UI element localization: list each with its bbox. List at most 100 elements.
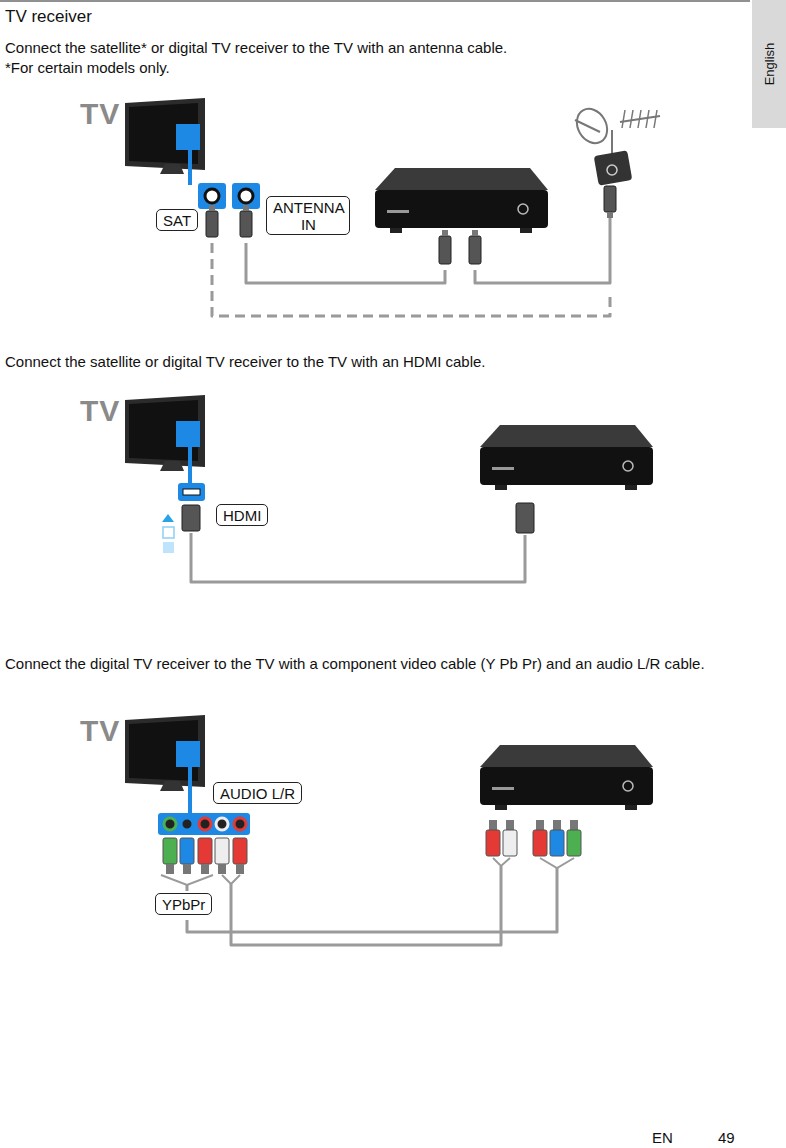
port <box>178 483 205 501</box>
tv-body <box>125 395 205 467</box>
hdmi-icon <box>163 527 174 538</box>
cable <box>212 243 610 316</box>
receiver-front <box>480 767 653 805</box>
rca-plug <box>503 830 517 856</box>
cable-plug <box>469 236 481 264</box>
rca-boot <box>183 864 191 874</box>
device-label: TV <box>80 98 120 130</box>
tv-stand <box>160 164 184 174</box>
antenna-element <box>630 110 633 128</box>
rca-plug <box>198 838 212 864</box>
receiver-display <box>492 467 514 470</box>
satellite-dish <box>571 103 613 148</box>
receiver-foot <box>495 805 507 810</box>
plug-tip <box>472 230 478 236</box>
rca-boot <box>570 820 578 830</box>
antenna-element <box>646 110 649 128</box>
cable-plug <box>240 211 252 237</box>
instruction-text: 49 <box>718 1128 735 1147</box>
plug-tip <box>243 205 249 211</box>
rca-plug <box>533 830 547 856</box>
receiver-button <box>518 204 528 214</box>
title: TV receiver <box>5 6 92 27</box>
callout-text: YPbPr <box>162 896 205 913</box>
callout-text: English <box>761 43 778 86</box>
cable-bundle <box>161 875 213 885</box>
tv-stand <box>160 461 184 471</box>
receiver-button <box>623 781 633 791</box>
antenna-element <box>654 110 657 128</box>
receiver-display <box>387 210 409 213</box>
connector-callout: ANTENNA IN <box>266 196 350 235</box>
rca-jack <box>216 818 228 830</box>
language-tab: English <box>752 0 786 128</box>
cable-bundle <box>493 858 510 866</box>
receiver-button <box>623 461 633 471</box>
cable <box>246 243 445 283</box>
rca-jack <box>164 818 176 830</box>
rca-jack <box>234 818 246 830</box>
receiver-front <box>480 447 653 485</box>
receiver-display <box>492 787 514 790</box>
instruction-text: Connect the satellite* or digital TV rec… <box>5 38 745 57</box>
device-label: TV <box>80 395 120 427</box>
receiver-foot <box>520 228 532 233</box>
connector-callout: YPbPr <box>155 893 212 915</box>
plug-tip <box>607 212 613 218</box>
device-label: TV <box>80 715 120 747</box>
receiver-top <box>480 745 653 767</box>
instruction-text: Connect the digital TV receiver to the T… <box>5 654 705 673</box>
rca-boot <box>218 864 226 874</box>
tv-port-panel <box>176 124 200 150</box>
callout-text: AUDIO L/R <box>220 785 295 802</box>
receiver-top <box>480 425 653 447</box>
receiver-foot <box>625 485 637 490</box>
tv-port-lead <box>188 767 192 815</box>
connector-callout: SAT <box>156 209 198 231</box>
receiver-foot <box>495 485 507 490</box>
antenna-mast <box>611 130 613 155</box>
rca-plug <box>163 838 177 864</box>
rca-plug <box>215 838 229 864</box>
coax-socket <box>239 189 253 203</box>
receiver-top <box>375 168 548 190</box>
wall-socket <box>594 150 633 185</box>
cable <box>186 885 189 891</box>
antenna-element <box>638 110 641 128</box>
tv-body <box>125 98 205 170</box>
receiver-foot <box>625 805 637 810</box>
rca-boot <box>553 820 561 830</box>
hdmi-socket <box>183 489 200 495</box>
plug-tip <box>209 205 215 211</box>
wall-socket-hole <box>607 165 617 175</box>
cable <box>475 218 610 283</box>
cable <box>187 868 557 932</box>
callout-text: ANTENNA IN <box>273 199 344 233</box>
rca-plug <box>180 838 194 864</box>
tv-stand <box>160 781 184 791</box>
receiver-foot <box>390 228 402 233</box>
hdmi-icon <box>162 514 174 522</box>
cable-plug <box>439 236 451 264</box>
rca-boot <box>201 864 209 874</box>
cable-plug <box>206 211 218 237</box>
callout-text: SAT <box>163 212 191 229</box>
hdmi-icon <box>163 542 174 553</box>
instruction-text: *For certain models only. <box>5 58 745 77</box>
hdmi-plug <box>516 503 534 533</box>
rca-boot <box>166 864 174 874</box>
rca-plug <box>567 830 581 856</box>
connector-callout: AUDIO L/R <box>213 782 302 804</box>
dish-arm <box>575 120 600 132</box>
rca-boot <box>236 864 244 874</box>
plug-tip <box>442 230 448 236</box>
rca-boot <box>506 820 514 830</box>
tv-port-panel <box>176 421 200 447</box>
connector-callout: HDMI <box>216 504 268 526</box>
rca-boot <box>489 820 497 830</box>
rca-plug <box>233 838 247 864</box>
rca-jack <box>199 818 211 830</box>
tv-port-lead <box>188 150 192 185</box>
rca-jack <box>181 818 193 830</box>
